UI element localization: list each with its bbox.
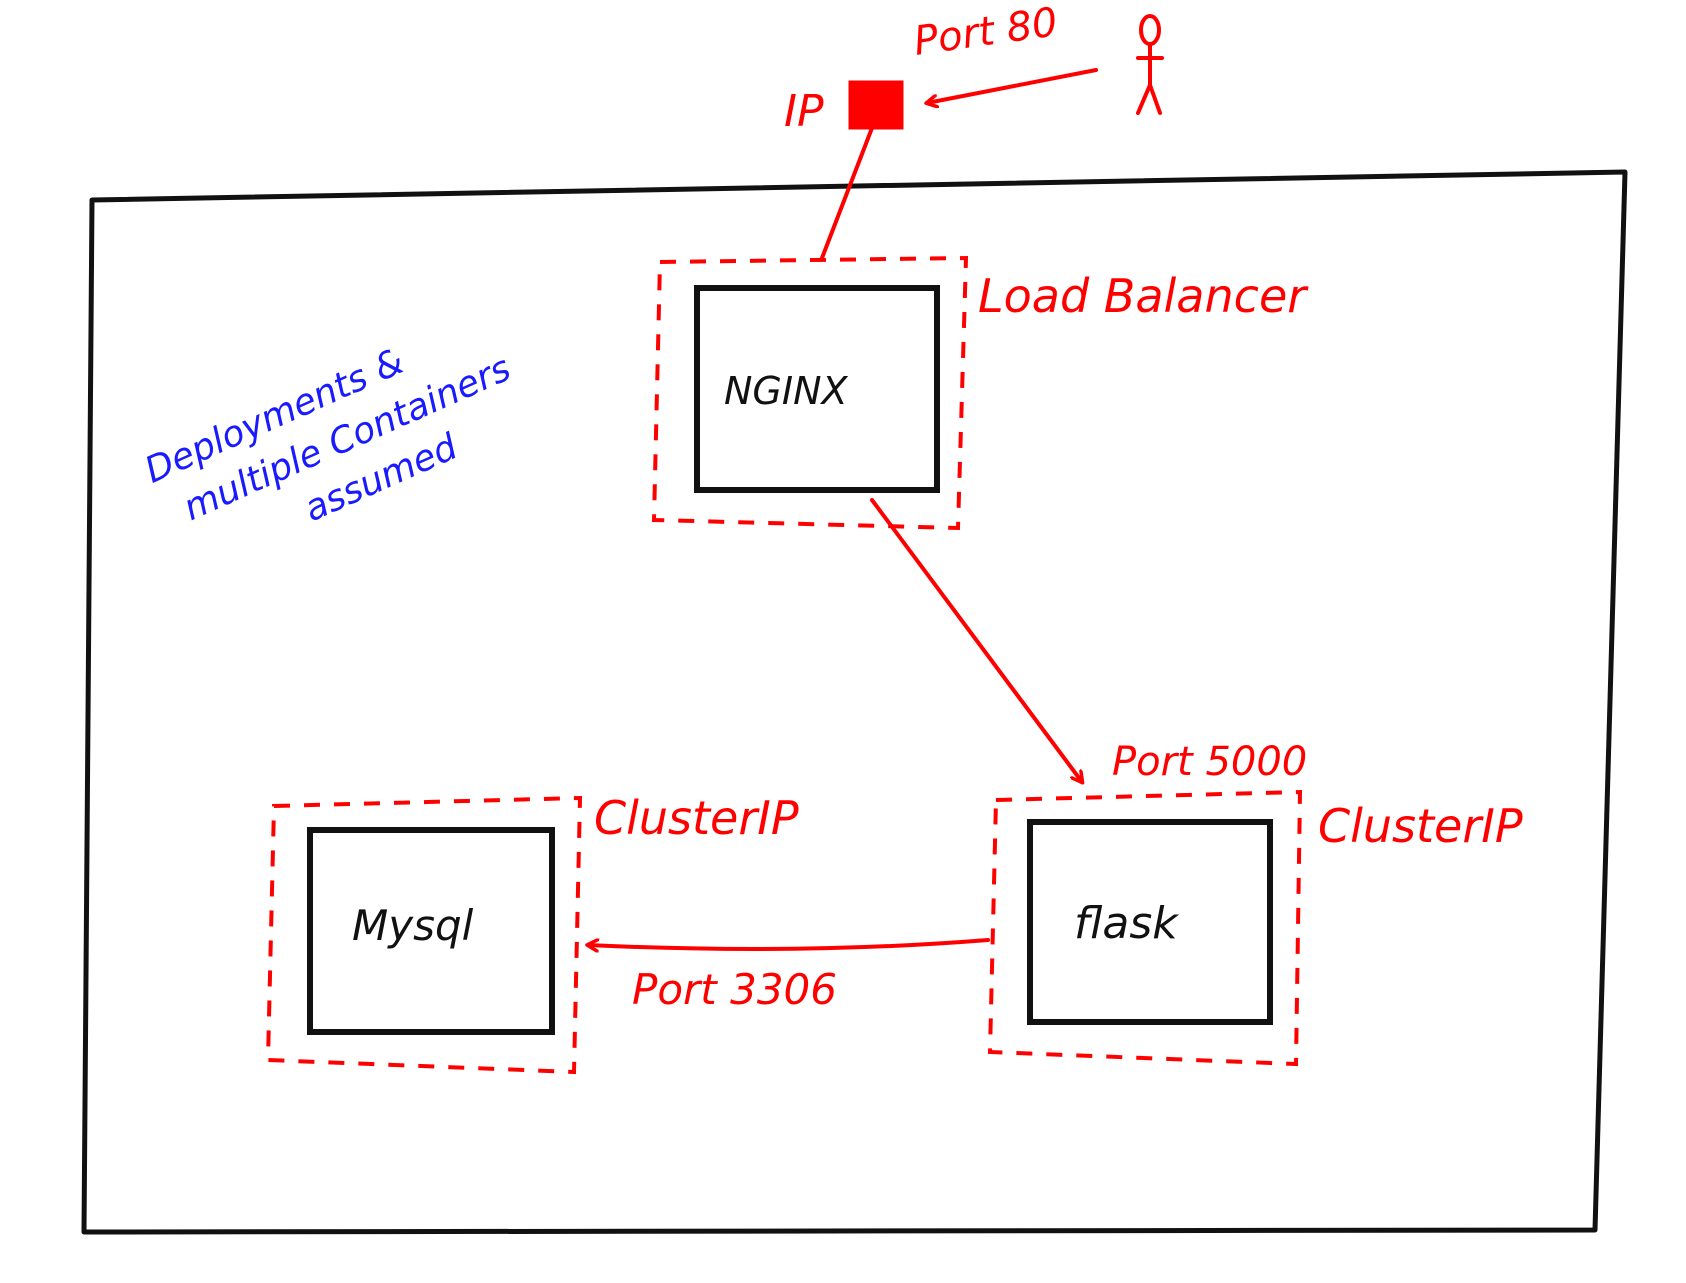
nginx-box <box>694 285 940 493</box>
mysql-cluster-ip-boundary <box>265 795 583 1075</box>
load-balancer-label: Load Balancer <box>978 269 1309 323</box>
flask-to-mysql-arrow <box>588 940 990 949</box>
port-80-label: Port 80 <box>911 0 1060 65</box>
flask-port-label: Port 5000 <box>1112 739 1307 785</box>
load-balancer-boundary <box>651 255 969 531</box>
cluster-boundary <box>81 169 1628 1235</box>
port-3306-label: Port 3306 <box>632 965 837 1014</box>
flask-box <box>1027 819 1273 1025</box>
flask-label: flask <box>1074 898 1179 949</box>
stick-figure-user-icon <box>1136 14 1164 115</box>
ip-label: IP <box>784 86 824 137</box>
ip-endpoint-box <box>848 80 904 130</box>
user-to-ip-arrow <box>927 68 1098 103</box>
nginx-label: NGINX <box>724 369 849 413</box>
mysql-cluster-ip-label: ClusterIP <box>594 791 799 845</box>
nginx-to-flask-arrow <box>870 498 1082 782</box>
flask-cluster-ip-boundary <box>987 789 1303 1067</box>
deployment-note: Deployments & multiple Containers assume… <box>139 341 517 530</box>
ip-to-load-balancer-link <box>820 126 874 260</box>
mysql-box <box>307 827 555 1035</box>
mysql-label: Mysql <box>352 901 474 950</box>
flask-cluster-ip-label: ClusterIP <box>1318 799 1523 853</box>
